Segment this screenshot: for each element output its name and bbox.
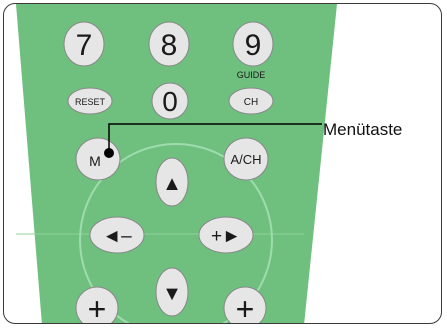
menu-label: M bbox=[89, 153, 101, 169]
menu-key-callout: Menütaste bbox=[323, 120, 402, 140]
button-7[interactable]: 7 bbox=[64, 22, 104, 66]
up-arrow-icon: ▲ bbox=[162, 173, 182, 195]
reset-label: RESET bbox=[75, 97, 106, 107]
button-9[interactable]: 9 bbox=[233, 22, 273, 66]
button-8-label: 8 bbox=[161, 29, 178, 62]
left-arrow-icon: ◄– bbox=[102, 226, 132, 247]
reset-button[interactable]: RESET bbox=[68, 88, 112, 114]
plus-button-left[interactable]: + bbox=[76, 287, 118, 324]
ch-button[interactable]: CH bbox=[229, 88, 273, 114]
button-7-label: 7 bbox=[76, 29, 93, 62]
guide-label: GUIDE bbox=[237, 70, 266, 80]
right-arrow-icon: +► bbox=[211, 226, 241, 247]
plus-icon: + bbox=[236, 291, 255, 324]
button-0[interactable]: 0 bbox=[152, 83, 188, 119]
volume-up-button[interactable]: +► bbox=[199, 217, 253, 253]
button-9-label: 9 bbox=[245, 29, 262, 62]
volume-down-button[interactable]: ◄– bbox=[90, 217, 144, 253]
button-0-label: 0 bbox=[162, 86, 178, 117]
button-8[interactable]: 8 bbox=[149, 22, 189, 66]
menu-button[interactable]: M bbox=[76, 138, 120, 180]
ach-label: A/CH bbox=[230, 152, 261, 167]
ch-label: CH bbox=[244, 97, 258, 108]
plus-icon: + bbox=[88, 291, 107, 324]
figure-frame: 7 8 9 RESET 0 GUIDE CH M bbox=[3, 3, 442, 324]
up-button[interactable]: ▲ bbox=[156, 158, 188, 206]
plus-button-right[interactable]: + bbox=[224, 287, 266, 324]
remote-control: 7 8 9 RESET 0 GUIDE CH M bbox=[4, 4, 442, 324]
down-button[interactable]: ▼ bbox=[156, 268, 188, 316]
ach-button[interactable]: A/CH bbox=[224, 138, 268, 180]
down-arrow-icon: ▼ bbox=[162, 283, 182, 305]
